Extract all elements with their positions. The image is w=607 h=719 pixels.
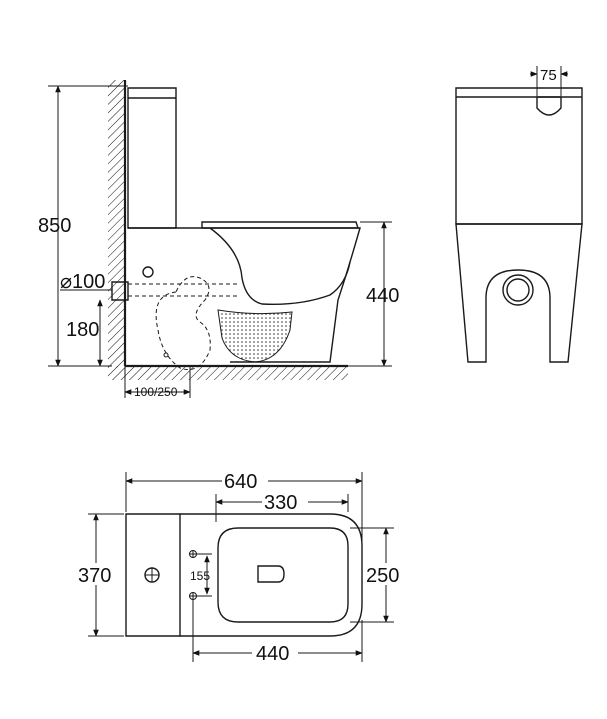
outlet-pipe bbox=[111, 281, 129, 301]
trap-hidden-line bbox=[155, 276, 211, 370]
front-pedestal bbox=[455, 223, 583, 363]
top-bowl-outer bbox=[180, 513, 363, 637]
front-outlet-outer bbox=[502, 274, 534, 306]
cistern-outline bbox=[127, 87, 177, 229]
bowl-water bbox=[217, 309, 293, 363]
seat-handle bbox=[257, 565, 285, 583]
front-cistern bbox=[455, 87, 583, 225]
side-view: 850 ⌀100 180 440 100/250 bbox=[38, 80, 399, 399]
dim-75: 75 bbox=[540, 67, 557, 84]
front-view: 75 bbox=[455, 66, 583, 363]
wall-hatch bbox=[108, 80, 125, 368]
dim-pipe-diameter: ⌀100 bbox=[60, 271, 105, 293]
seat-lid bbox=[201, 221, 359, 229]
dim-440-height: 440 bbox=[366, 285, 399, 307]
top-view: 155 640 330 370 250 440 bbox=[76, 470, 404, 665]
dim-370: 370 bbox=[78, 565, 111, 587]
dim-100-250: 100/250 bbox=[134, 385, 178, 399]
dim-330: 330 bbox=[264, 492, 297, 514]
dim-155: 155 bbox=[190, 569, 210, 583]
inlet-circle bbox=[142, 266, 154, 278]
dim-250: 250 bbox=[366, 565, 399, 587]
flush-button bbox=[536, 96, 562, 116]
dim-440-length: 440 bbox=[256, 643, 289, 665]
dim-180: 180 bbox=[66, 319, 99, 341]
floor-hatch bbox=[108, 366, 348, 380]
dim-850: 850 bbox=[38, 215, 71, 237]
top-seat-inner bbox=[217, 527, 349, 623]
front-outlet-inner bbox=[506, 278, 530, 302]
dim-640: 640 bbox=[224, 471, 257, 493]
